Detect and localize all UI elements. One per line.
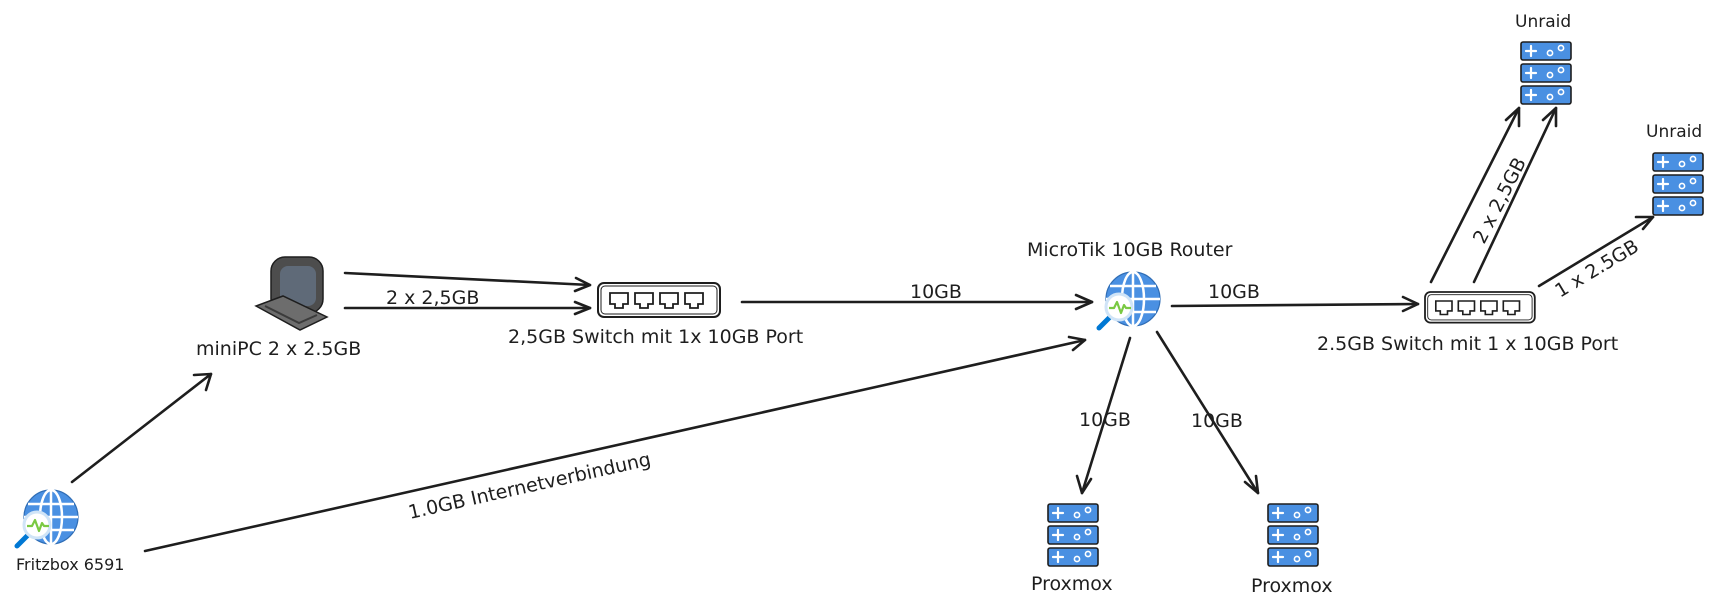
edge-switch1-router: [740, 293, 1094, 311]
node-label-minipc: miniPC 2 x 2.5GB: [196, 338, 361, 360]
node-label-fritzbox: Fritzbox 6591: [16, 555, 124, 574]
node-switch1[interactable]: 2,5GB Switch mit 1x 10GB Port: [508, 282, 803, 348]
node-label-switch2: 2.5GB Switch mit 1 x 10GB Port: [1317, 333, 1618, 355]
edge-label-switch1-router: 10GB: [910, 281, 962, 303]
globe-search-icon: [1099, 272, 1160, 328]
edge-switch2-unraid1: [1429, 106, 1558, 284]
edge-minipc-switch1: [343, 271, 592, 316]
edge-label-minipc-switch1: 2 x 2,5GB: [386, 287, 479, 309]
node-label-switch1: 2,5GB Switch mit 1x 10GB Port: [508, 326, 803, 348]
node-fritzbox[interactable]: Fritzbox 6591: [16, 490, 124, 574]
node-label-router: MicroTik 10GB Router: [1027, 239, 1233, 261]
server-rack-icon: [1048, 504, 1098, 566]
node-proxmox-1[interactable]: Proxmox: [1031, 504, 1113, 595]
node-proxmox-2[interactable]: Proxmox: [1251, 504, 1333, 597]
server-rack-icon: [1521, 42, 1571, 104]
edge-label-switch2-unraid1: 2 x 2,5GB: [1469, 154, 1531, 247]
edge-switch2-unraid2: [1537, 215, 1655, 288]
globe-search-icon: [17, 490, 78, 546]
edge-label-router-proxmox1: 10GB: [1079, 409, 1131, 431]
edge-router-proxmox2: [1155, 330, 1260, 495]
desktop-computer-icon: [254, 256, 329, 331]
edge-fritzbox-router: [143, 335, 1087, 553]
node-unraid-1[interactable]: Unraid: [1515, 12, 1571, 104]
node-label-proxmox-1: Proxmox: [1031, 573, 1113, 595]
edge-label-router-proxmox2: 10GB: [1191, 410, 1243, 432]
network-switch-icon: [1424, 291, 1536, 324]
network-switch-icon: [597, 282, 721, 318]
edge-label-fritzbox-router: 1.0GB Internetverbindung: [406, 448, 653, 524]
edge-fritzbox-minipc: [70, 372, 213, 484]
node-switch2[interactable]: 2.5GB Switch mit 1 x 10GB Port: [1317, 291, 1618, 355]
edge-router-switch2: [1170, 295, 1420, 313]
node-label-unraid-1: Unraid: [1515, 12, 1571, 32]
edge-label-router-switch2: 10GB: [1208, 281, 1260, 303]
server-rack-icon: [1268, 504, 1318, 566]
server-rack-icon: [1653, 153, 1703, 215]
node-router[interactable]: MicroTik 10GB Router: [1027, 239, 1233, 328]
node-minipc[interactable]: miniPC 2 x 2.5GB: [196, 256, 361, 360]
node-label-unraid-2: Unraid: [1646, 122, 1702, 142]
edge-router-proxmox1: [1075, 336, 1132, 495]
node-label-proxmox-2: Proxmox: [1251, 575, 1333, 597]
node-unraid-2[interactable]: Unraid: [1646, 122, 1703, 215]
